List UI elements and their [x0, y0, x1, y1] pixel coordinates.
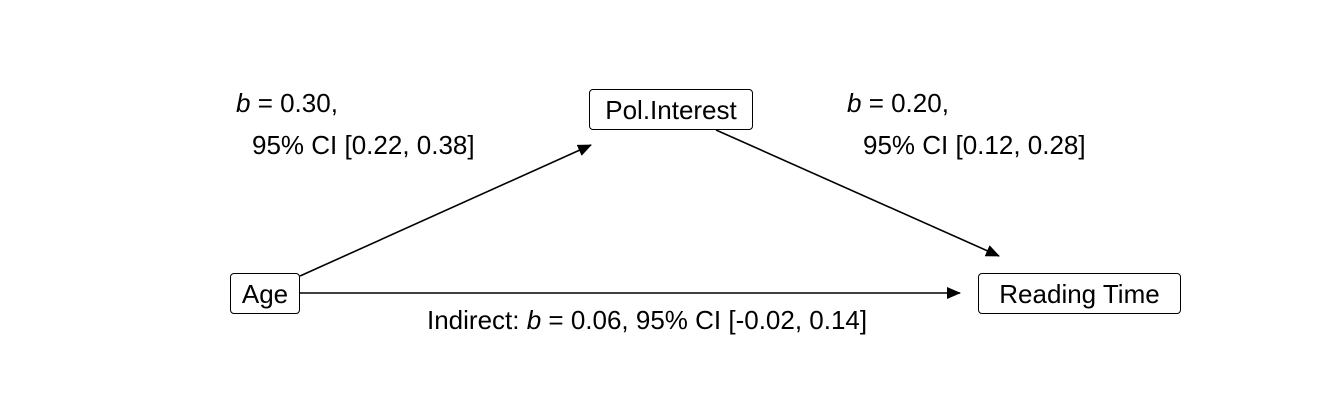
- path-a-ci: 95% CI [0.22, 0.38]: [252, 130, 475, 160]
- path-b-ci: 95% CI [0.12, 0.28]: [863, 130, 1086, 160]
- path-b-b-symbol: b: [847, 88, 862, 118]
- indirect-prefix: Indirect:: [427, 305, 527, 335]
- path-b-coefficient: b = 0.20,: [847, 90, 949, 116]
- path-b-arrow: [715, 129, 1000, 257]
- indirect-value: = 0.06, 95% CI [-0.02, 0.14]: [541, 305, 868, 335]
- mediator-node: Pol.Interest: [589, 89, 753, 130]
- outcome-node: Reading Time: [978, 273, 1181, 314]
- path-a-arrow: [299, 144, 592, 277]
- indirect-b-symbol: b: [526, 305, 542, 335]
- predictor-label: Age: [241, 278, 289, 309]
- indirect-effect-label: Indirect: b = 0.06, 95% CI [-0.02, 0.14]: [427, 307, 867, 333]
- path-a-b-value: = 0.30,: [250, 88, 338, 118]
- predictor-node: Age: [230, 273, 300, 314]
- outcome-label: Reading Time: [999, 278, 1160, 309]
- path-a-b-symbol: b: [236, 88, 251, 118]
- mediator-label: Pol.Interest: [605, 94, 737, 125]
- path-b-b-value: = 0.20,: [861, 88, 949, 118]
- path-a-coefficient: b = 0.30,: [236, 90, 338, 116]
